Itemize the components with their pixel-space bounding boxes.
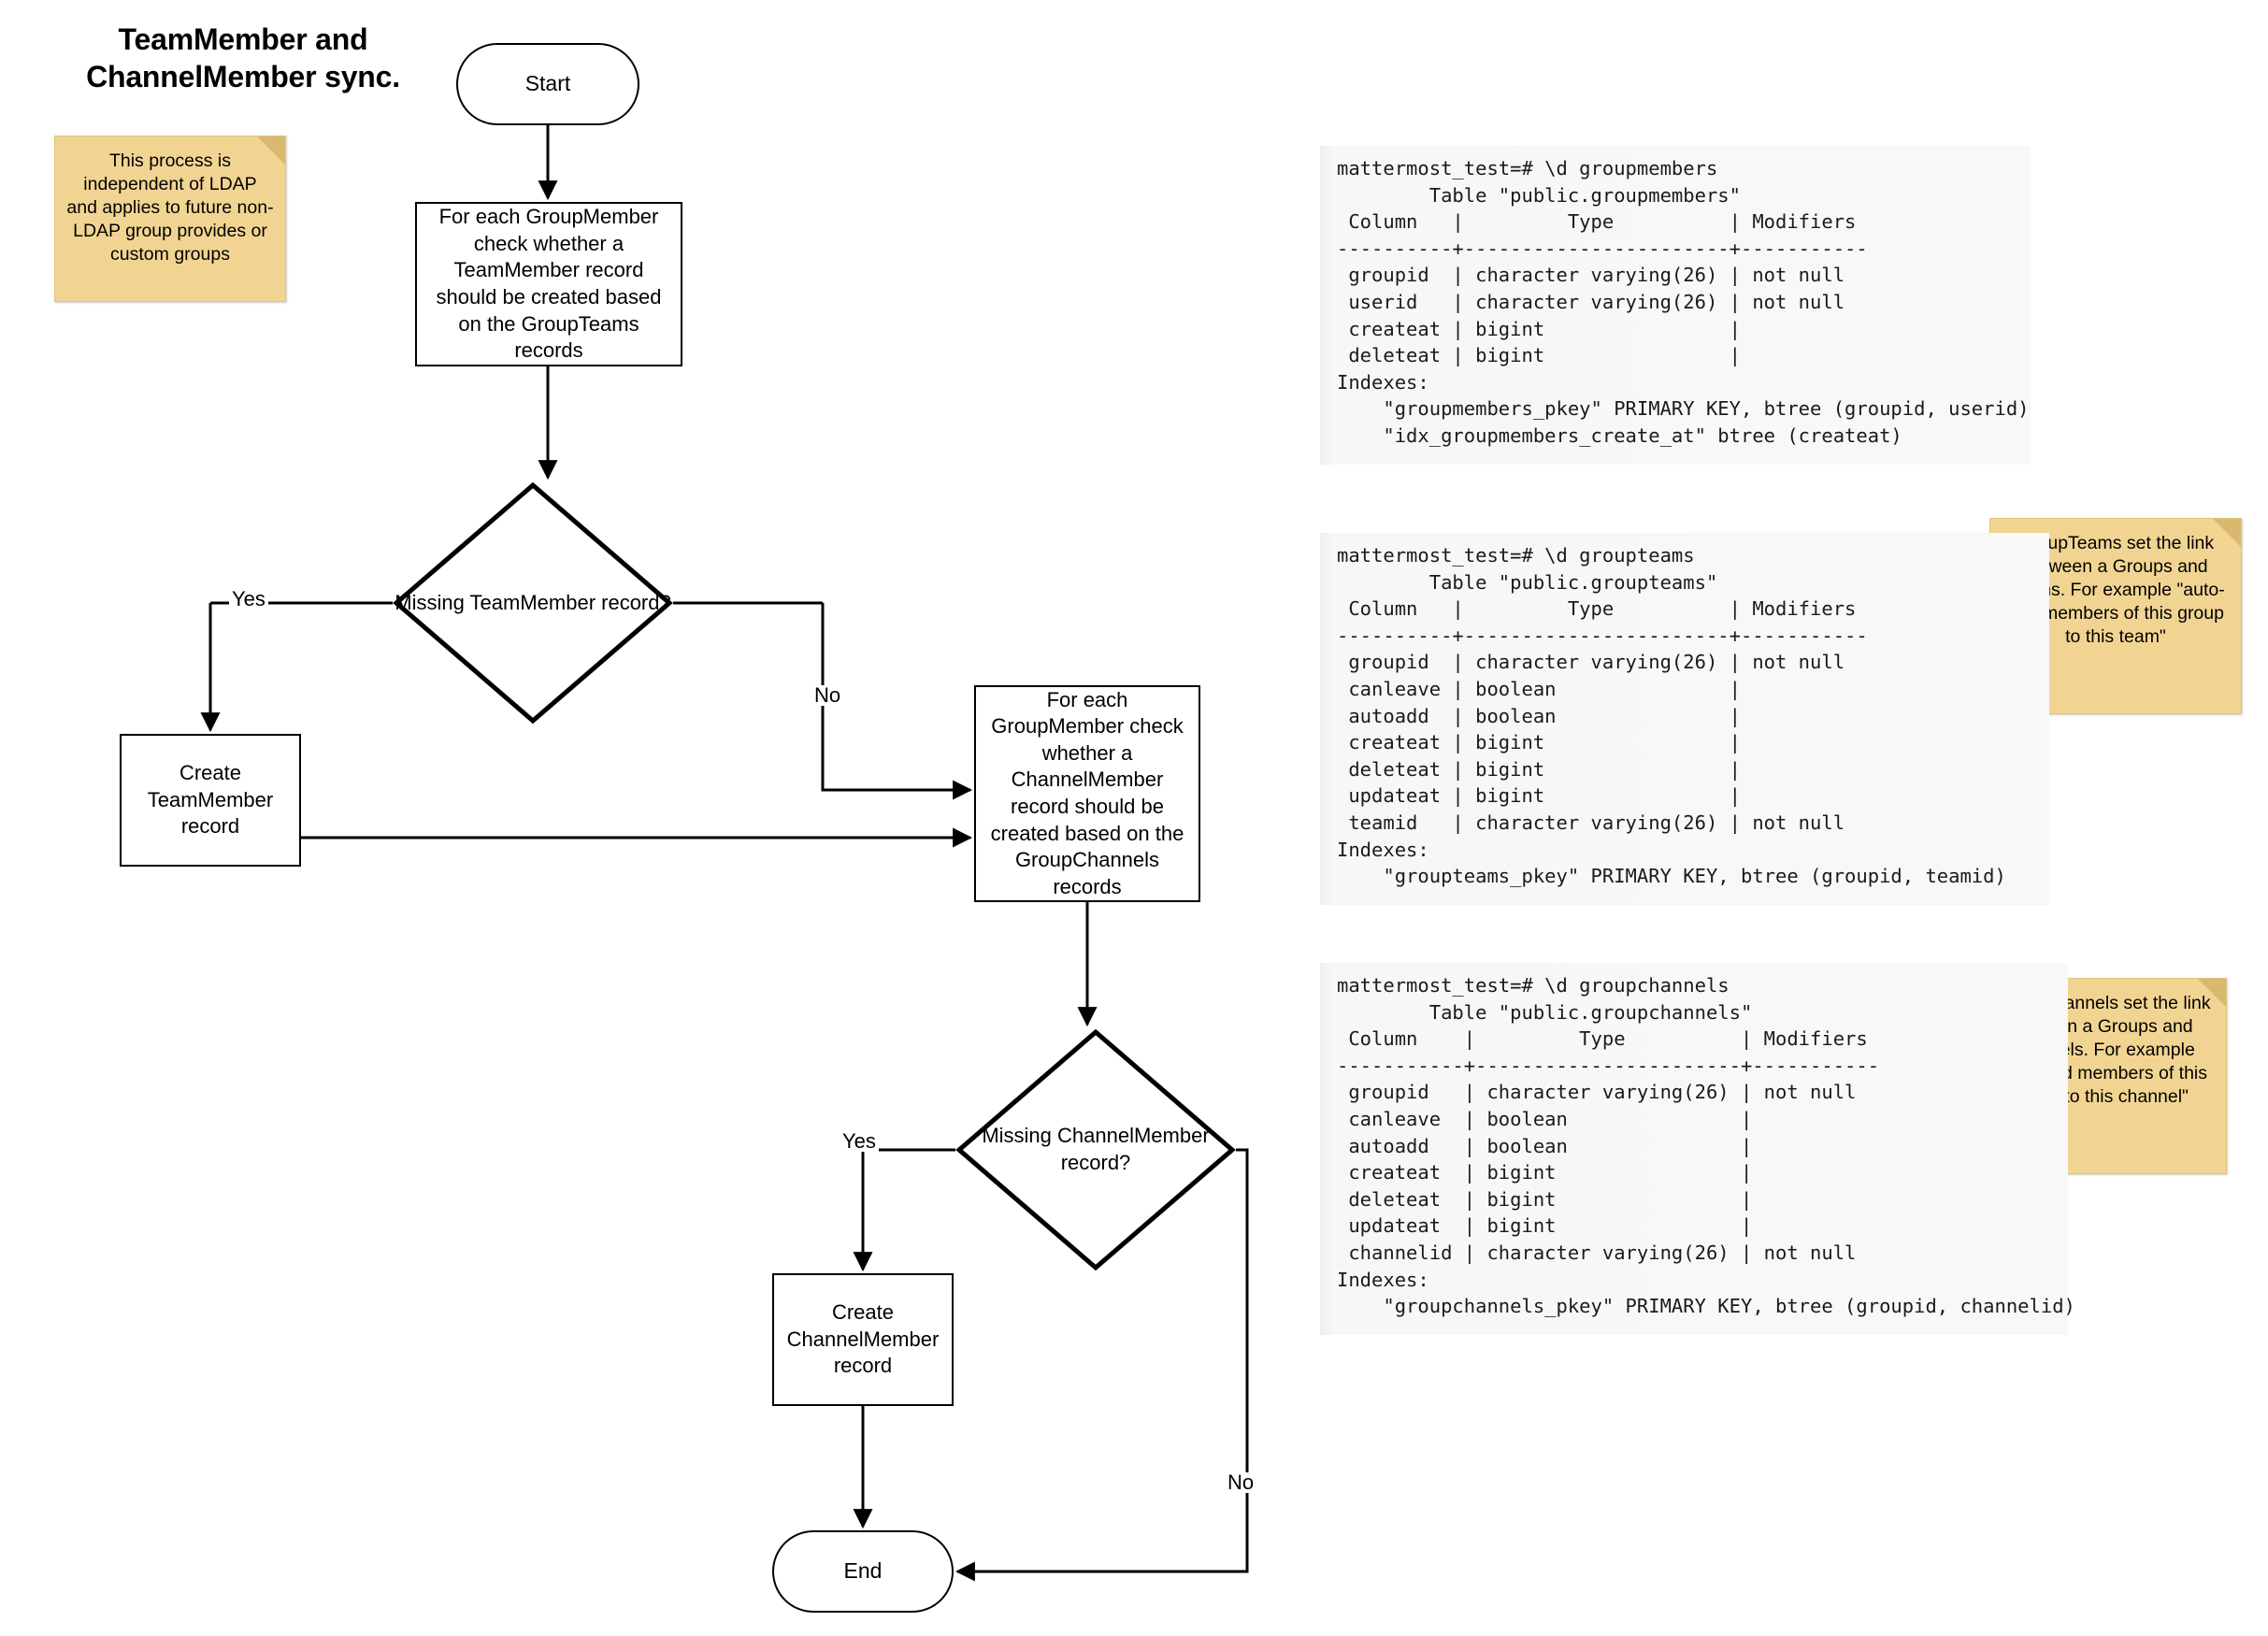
note-fold-corner-icon [2213,519,2241,547]
terminal-output-groupmembers: mattermost_test=# \d groupmembers Table … [1320,146,2031,465]
flow-node-foreach-teammember[interactable]: For each GroupMember check whether a Tea… [415,202,682,366]
edge-label-yes-teammember: Yes [229,589,268,610]
page-title: TeamMember and ChannelMember sync. [86,22,400,93]
note-fold-corner-icon [257,136,285,165]
sticky-note-ldap-text: This process is independent of LDAP and … [66,151,274,265]
note-fold-corner-icon [2198,979,2226,1007]
flow-node-create-teammember[interactable]: Create TeamMember record [120,734,301,867]
sticky-note-groupteams-text: GroupTeams set the link between a Groups… [2006,533,2225,647]
terminal-output-groupchannels: mattermost_test=# \d groupchannels Table… [1320,963,2075,1335]
flow-node-foreach-channelmember[interactable]: For each GroupMember check whether a Cha… [974,685,1200,902]
flow-node-decision-teammember[interactable]: Missing TeamMember record? [393,481,673,725]
diamond-shape [393,481,673,725]
edge-label-yes-channelmember: Yes [840,1131,879,1152]
edge-label-no-channelmember: No [1225,1472,1257,1493]
edge-label-no-teammember: No [811,685,844,706]
sticky-note-ldap: This process is independent of LDAP and … [54,136,286,302]
flow-node-end[interactable]: End [772,1530,954,1613]
flow-node-decision-channelmember[interactable]: Missing ChannelMember record? [955,1028,1236,1271]
diamond-shape [955,1028,1236,1271]
flow-node-create-channelmember[interactable]: Create ChannelMember record [772,1273,954,1406]
terminal-output-groupteams: mattermost_test=# \d groupteams Table "p… [1320,533,2049,905]
edge-no1-to-foreach-chan [821,603,973,800]
flow-node-start[interactable]: Start [456,43,639,125]
